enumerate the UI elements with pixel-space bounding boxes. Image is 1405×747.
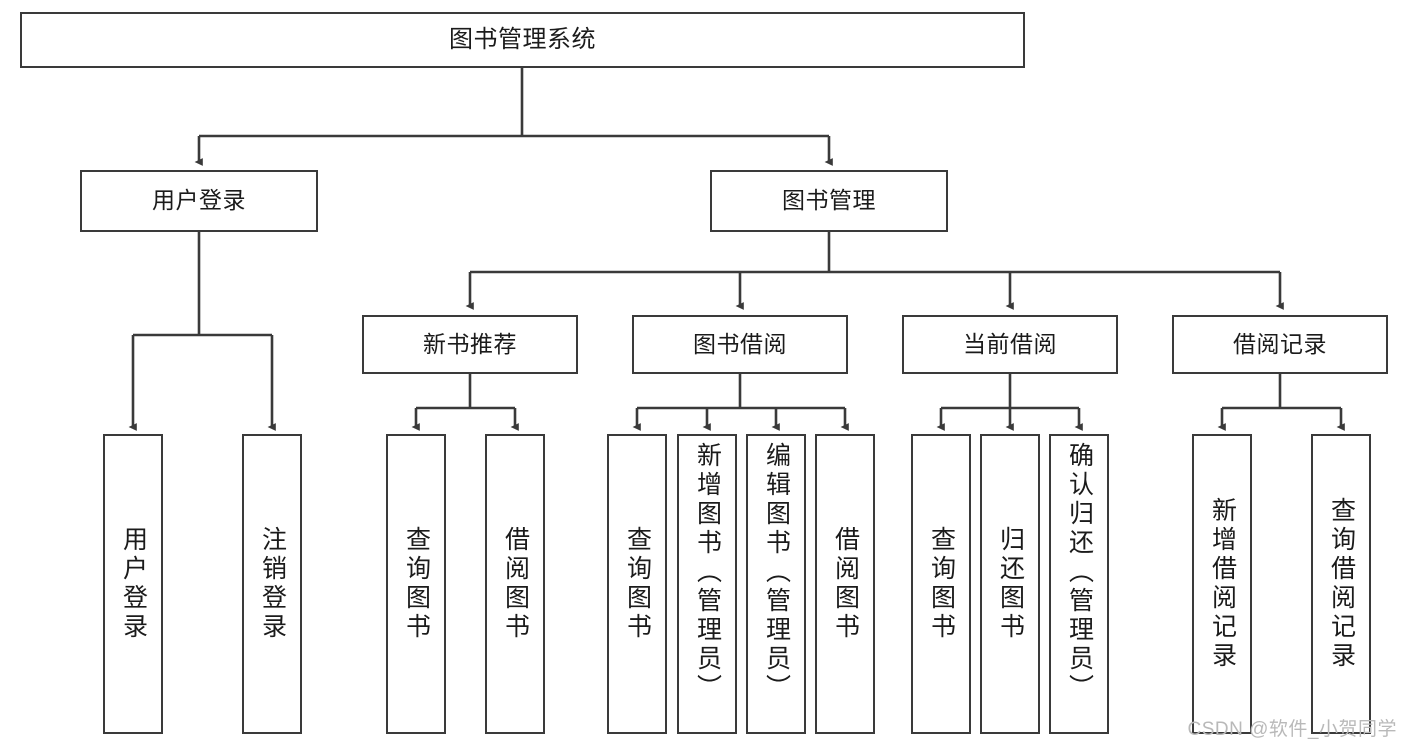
node-label: 当前借阅: [963, 330, 1057, 357]
node-user-login[interactable]: 用户登录: [80, 170, 318, 232]
csdn-watermark: CSDN @软件_小贺同学: [1187, 719, 1397, 740]
node-label: 确认归还（管理员）: [1065, 442, 1094, 703]
node-label: 借阅记录: [1233, 330, 1327, 357]
node-label: 用户登录: [152, 187, 246, 214]
leaf-borrow-record-add-record[interactable]: 新增借阅记录: [1192, 434, 1252, 734]
node-label: 新书推荐: [423, 330, 517, 357]
node-label: 新增图书（管理员）: [693, 442, 722, 703]
leaf-book-borrow-borrow-book[interactable]: 借阅图书: [815, 434, 875, 734]
leaf-borrow-record-query-record[interactable]: 查询借阅记录: [1311, 434, 1371, 734]
leaf-book-borrow-query-book[interactable]: 查询图书: [607, 434, 667, 734]
node-label: 查询图书: [402, 526, 431, 642]
node-label: 注销登录: [258, 526, 287, 642]
leaf-current-borrow-return-book[interactable]: 归还图书: [980, 434, 1040, 734]
node-label: 归还图书: [996, 526, 1025, 642]
leaf-current-borrow-query-book[interactable]: 查询图书: [911, 434, 971, 734]
leaf-book-borrow-add-book-admin[interactable]: 新增图书（管理员）: [677, 434, 737, 734]
leaf-new-book-query-book[interactable]: 查询图书: [386, 434, 446, 734]
node-label: 图书管理: [782, 187, 876, 214]
node-label: 借阅图书: [831, 526, 860, 642]
node-label: 查询图书: [623, 526, 652, 642]
node-label: 借阅图书: [501, 526, 530, 642]
node-label: 查询图书: [927, 526, 956, 642]
node-current-borrow[interactable]: 当前借阅: [902, 315, 1118, 374]
node-label: 图书借阅: [693, 330, 787, 357]
node-borrow-record[interactable]: 借阅记录: [1172, 315, 1388, 374]
node-label: 用户登录: [119, 526, 148, 642]
leaf-user-login-logout[interactable]: 注销登录: [242, 434, 302, 734]
node-label: 图书管理系统: [449, 25, 596, 53]
leaf-current-borrow-confirm-return-admin[interactable]: 确认归还（管理员）: [1049, 434, 1109, 734]
leaf-new-book-borrow-book[interactable]: 借阅图书: [485, 434, 545, 734]
node-new-book-recommend[interactable]: 新书推荐: [362, 315, 578, 374]
node-book-borrow[interactable]: 图书借阅: [632, 315, 848, 374]
node-label: 查询借阅记录: [1327, 497, 1356, 671]
leaf-book-borrow-edit-book-admin[interactable]: 编辑图书（管理员）: [746, 434, 806, 734]
node-book-management[interactable]: 图书管理: [710, 170, 948, 232]
node-root-book-management-system[interactable]: 图书管理系统: [20, 12, 1025, 68]
leaf-user-login-login[interactable]: 用户登录: [103, 434, 163, 734]
node-label: 编辑图书（管理员）: [762, 442, 791, 703]
node-label: 新增借阅记录: [1208, 497, 1237, 671]
